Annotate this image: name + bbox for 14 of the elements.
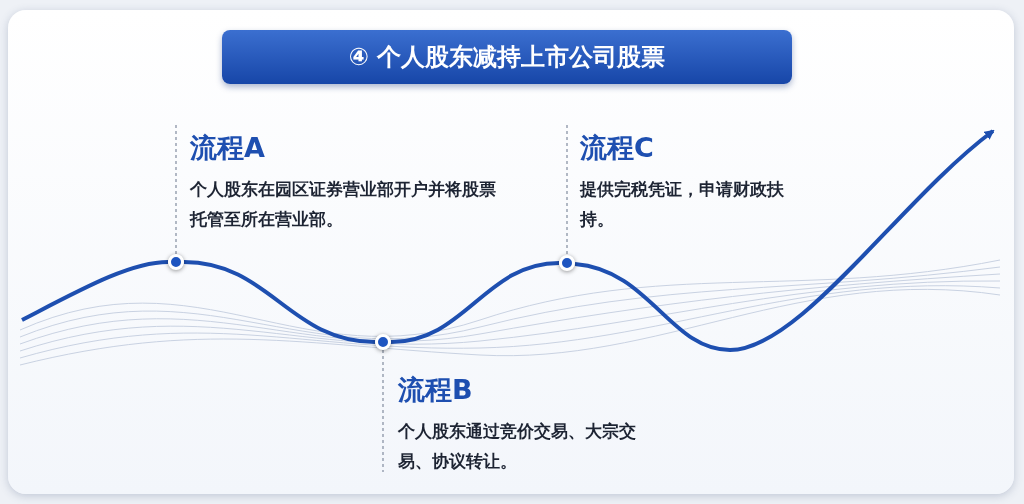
trend-arrow xyxy=(574,129,995,352)
step-description: 个人股东在园区证券营业部开户并将股票托管至所在营业部。 xyxy=(190,178,497,231)
step-heading: 流程A xyxy=(190,131,266,165)
step-description: 提供完税凭证，申请财政扶持。 xyxy=(580,178,785,231)
leader-line xyxy=(175,124,177,255)
leader-line xyxy=(382,349,384,473)
step-description: 个人股东通过竞价交易、大宗交易、协议转让。 xyxy=(398,420,637,473)
title-banner: ④ 个人股东减持上市公司股票 xyxy=(222,30,792,84)
wave-line xyxy=(390,261,560,344)
wave-line xyxy=(21,260,169,322)
step-heading: 流程C xyxy=(580,131,655,165)
wave-line xyxy=(183,260,376,344)
leader-line xyxy=(566,124,568,256)
step-heading: 流程B xyxy=(398,373,474,407)
